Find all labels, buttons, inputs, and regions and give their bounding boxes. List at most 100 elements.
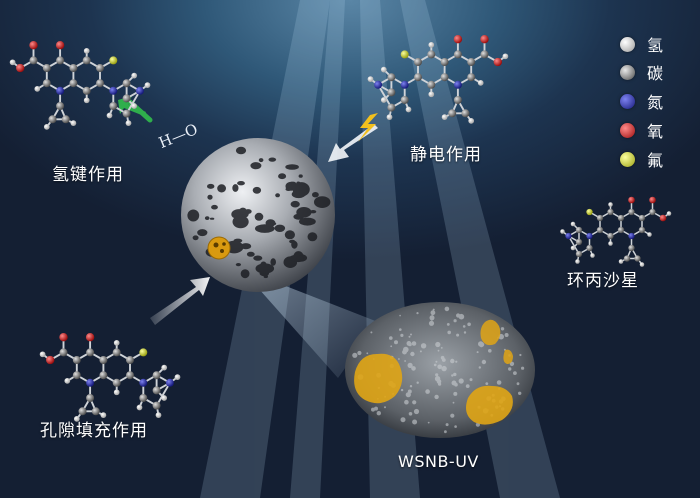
label-hydrogen-bond: 氢键作用 [52,165,124,185]
sem-speck [450,413,455,418]
nitrogen-atom [628,232,635,240]
pore-filling-arrow [150,277,210,325]
hydrogen-atom [570,245,576,251]
sem-speck [429,315,435,321]
carbon-atom [414,73,422,82]
sphere-pore [250,162,262,170]
legend-dot-nitrogen [620,93,635,109]
carbon-atom [126,371,134,380]
oxygen-atom [453,35,463,44]
sphere-pore [232,215,249,229]
sem-speck [413,408,420,415]
carbon-atom [575,250,583,258]
sem-speck [394,340,398,345]
hydrogen-atom [502,53,509,60]
sem-speck [428,320,435,326]
hydrogen-atom [73,416,80,422]
sem-speck [409,385,413,388]
legend-dot-fluorine [620,151,635,167]
carbon-atom [617,226,625,234]
sem-speck [407,389,412,394]
carbon-atom [48,115,57,124]
carbon-atom [122,94,131,103]
sem-speck [400,388,404,392]
hydrogen-atom [39,351,46,358]
sphere-pore [235,263,241,267]
carbon-atom [448,109,457,118]
hydrogen-atom [83,48,90,54]
carbon-atom [82,56,91,65]
carbon-atom [96,79,104,88]
carbon-atom [112,348,121,357]
carbon-atom [638,214,646,222]
carbon-atom [56,102,65,110]
sem-speck [412,400,417,405]
sem-speck [400,333,404,337]
carbon-atom [387,88,396,97]
fluorine-atom [400,50,409,59]
carbon-atom [139,394,148,402]
sem-speck [435,360,438,363]
sem-speck [416,381,419,384]
sem-speck [441,365,447,372]
carbon-atom [59,348,68,357]
sem-speck [496,380,502,385]
carbon-atom [86,348,95,357]
carbon-atom [86,394,95,402]
sem-speck [420,343,427,349]
carbon-atom [91,407,100,416]
carbon-atom [628,244,635,252]
sem-speck [456,333,460,337]
hydrogen-atom [380,66,387,73]
sem-speck [408,412,413,416]
hydrogen-atom [64,378,71,384]
hydrogen-atom [125,120,132,126]
sphere-pore [270,222,277,226]
carbon-atom [461,109,470,118]
sem-speck [416,312,419,315]
sem-speck [406,341,412,346]
hydrogen-atom [575,259,580,264]
oxygen-atom [16,63,25,73]
hydrogen-atom [43,124,50,130]
hydrogen-atom [83,97,90,104]
sphere-pore [314,196,331,209]
sphere-pore [207,194,213,200]
legend-label-nitrogen: 氮 [647,93,664,112]
sem-speck [435,373,439,377]
sem-speck [434,394,439,400]
sem-speck [432,308,435,311]
carbon-atom [467,73,476,82]
sem-speck [481,359,487,365]
carbon-atom [61,115,70,124]
legend-item-hydrogen: 氢 [620,32,663,56]
nitrogen-atom [586,232,593,240]
sem-speck [478,366,481,369]
sem-speck [454,425,457,428]
sem-speck [519,353,522,357]
nitrogen-atom [139,378,148,387]
carbon-atom [152,371,161,380]
sphere-pore [254,212,264,221]
sphere-pore [211,204,218,210]
fluorine-atom [139,348,148,357]
sphere-pore [252,186,262,194]
hydrogen-atom [441,114,448,120]
legend-label-fluorine: 氟 [647,151,664,170]
hydrogen-atom [428,91,435,98]
molecule-bond [377,84,393,109]
sem-speck [410,333,412,336]
hydrogen-atom [136,404,143,411]
sem-speck [444,430,447,434]
oxygen-atom [628,196,635,204]
sphere-pore [232,184,239,192]
hydrogen-atom [608,202,613,207]
hydrogen-atom [106,112,113,119]
carbon-atom [440,58,449,66]
sphere-pore [270,258,277,266]
carbon-atom [122,79,131,88]
legend-item-fluorine: 氟 [620,147,663,171]
carbon-atom [586,244,593,252]
